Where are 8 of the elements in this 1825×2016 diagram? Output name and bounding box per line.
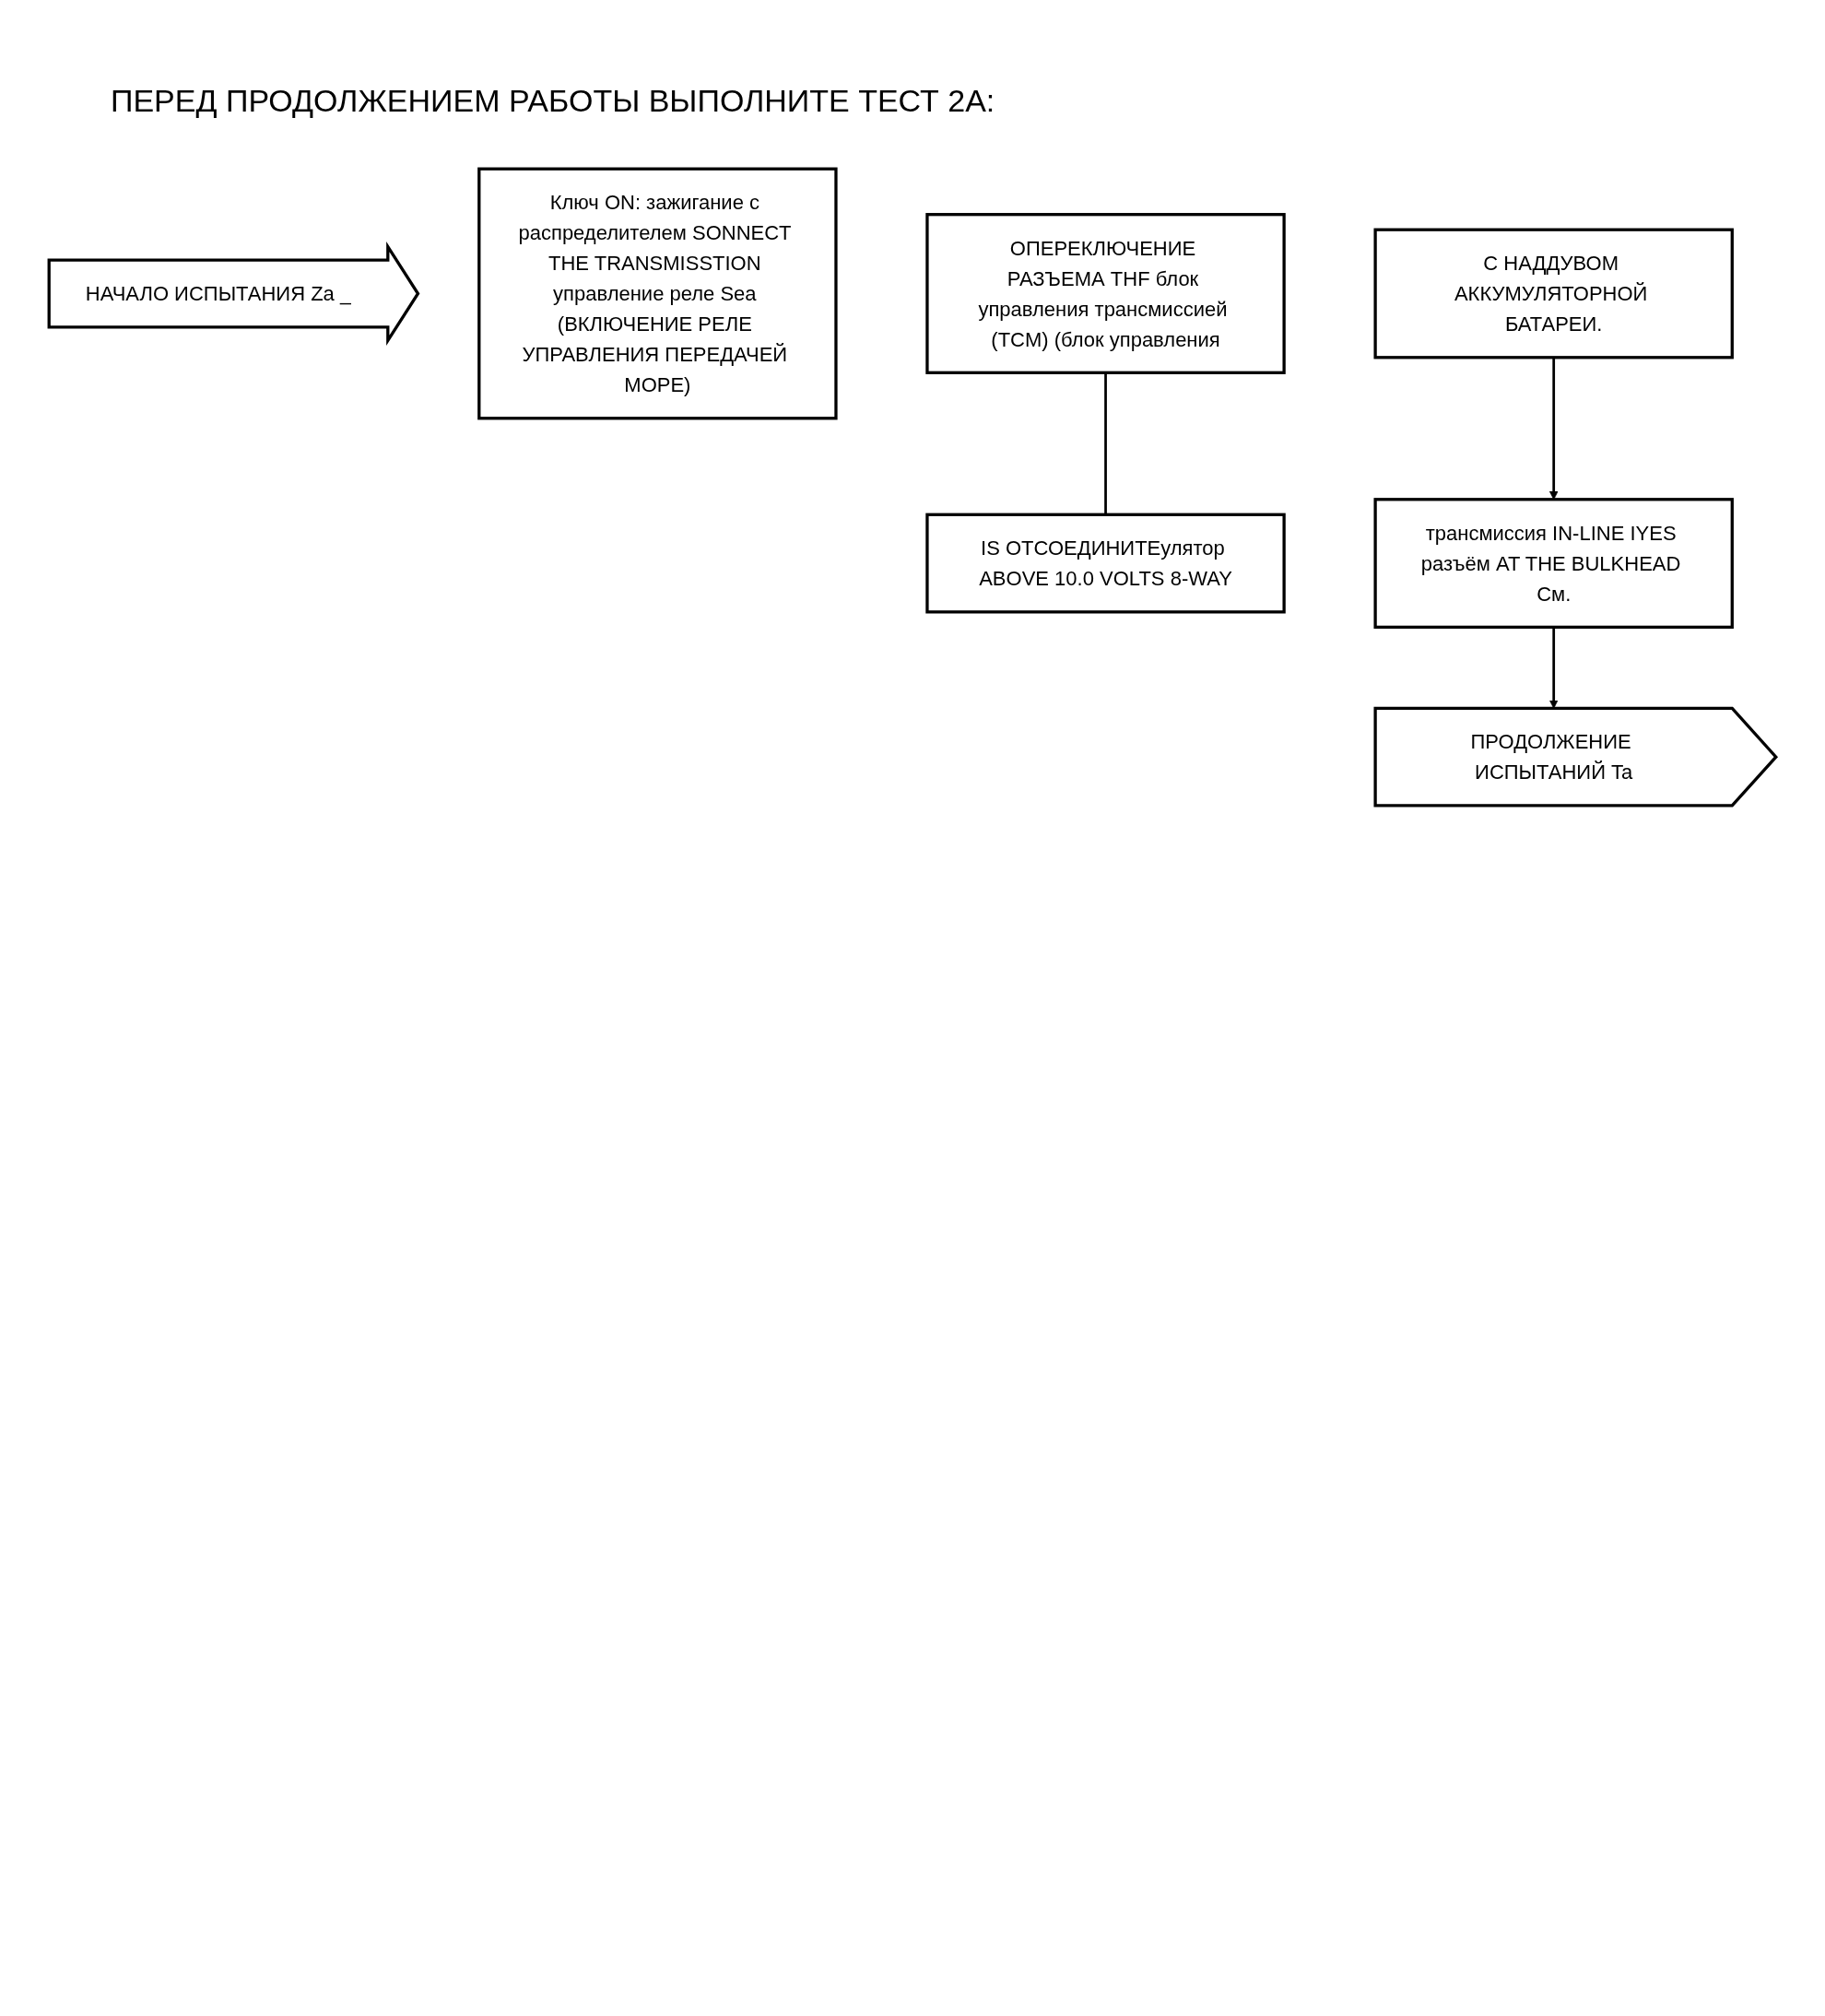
connector <box>1104 372 1107 515</box>
node-box: С НАДДУВОМ АККУМУЛЯТОРНОЙ БАТАРЕИ. <box>1373 228 1734 360</box>
node-box: IS ОТСОЕДИНИТЕулятор ABOVE 10.0 VOLTS 8-WAY <box>925 513 1286 614</box>
diagram-title: ПЕРЕД ПРОДОЛЖЕНИЕМ РАБОТЫ ВЫПОЛНИТЕ ТЕСТ 2A: <box>111 83 995 119</box>
node-box: ОПЕРЕКЛЮЧЕНИЕ РАЗЪЕМА THF блок управления трансмиссией (TCM) (блок управления <box>925 213 1286 374</box>
arrow <box>1548 627 1559 709</box>
node-box: трансмиссия IN-LINE IYES разъём AT THE BULKHEAD См. <box>1373 498 1734 629</box>
node-box: Ключ ON: зажигание с распределителем SONNECT THE TRANSMISSTION управление реле Sea (ВКЛЮЧЕНИЕ РЕЛЕ УПРАВЛЕНИЯ ПЕРЕДАЧЕЙ МОРЕ) <box>477 167 838 420</box>
